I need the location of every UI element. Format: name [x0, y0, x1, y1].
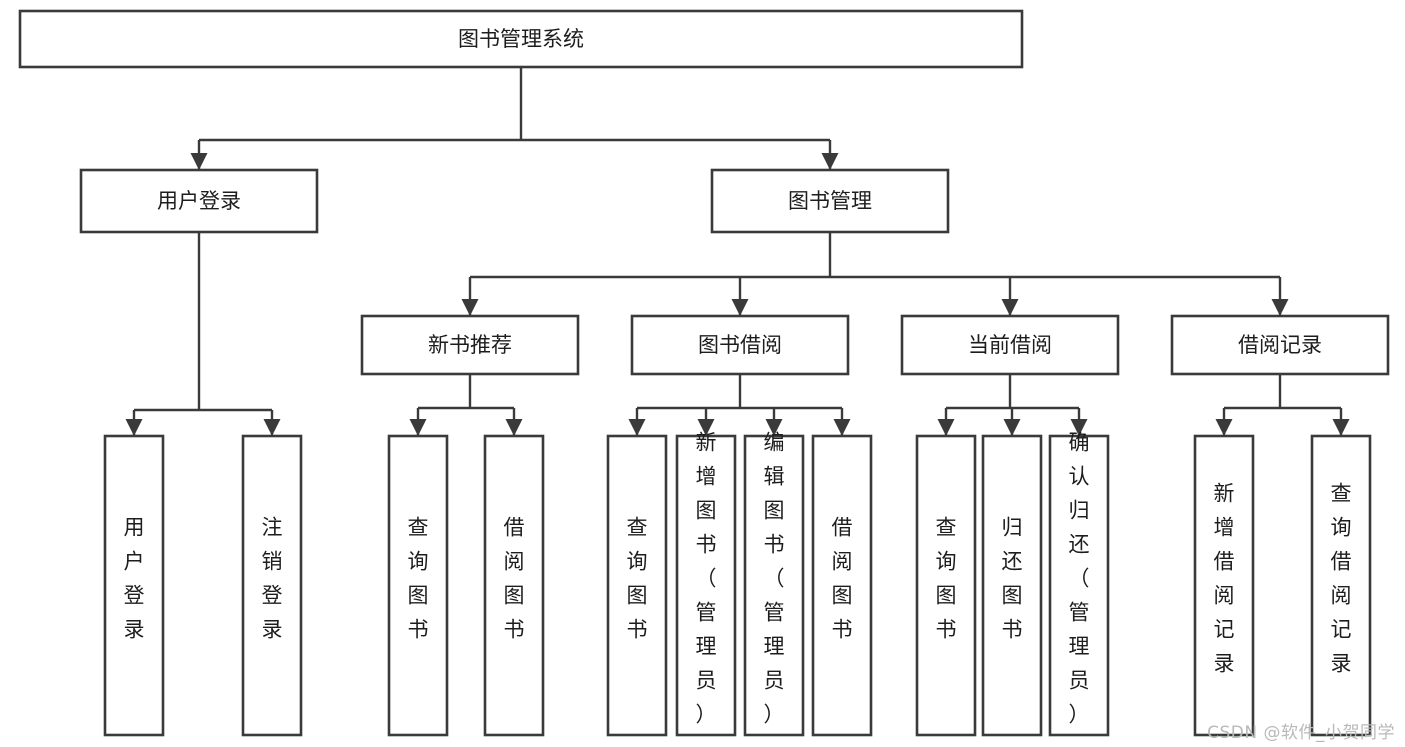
- connector-arrowhead: [833, 419, 851, 436]
- node-label: 编辑图书（管理员）: [764, 431, 785, 727]
- node-label: 新增图书（管理员）: [696, 431, 717, 727]
- node-box: [360, 314, 580, 376]
- node-label: 新增借阅记录: [1214, 482, 1235, 676]
- connector-arrowhead: [1001, 299, 1019, 316]
- flow-node-l-rec-query[interactable]: 查询借阅记录: [1310, 434, 1372, 737]
- flow-node-l-user-logout[interactable]: 注销登录: [241, 434, 303, 737]
- connector-arrowhead: [731, 299, 749, 316]
- node-label: 查询借阅记录: [1331, 482, 1352, 676]
- node-label: 查询图书: [408, 516, 429, 642]
- node-box: [1310, 434, 1372, 737]
- connector-arrowhead: [1271, 299, 1289, 316]
- connector-arrowhead: [628, 419, 646, 436]
- node-label: 注销登录: [262, 516, 283, 642]
- node-box: [241, 434, 303, 737]
- csdn-watermark: CSDN @软件_小贺同学: [1207, 723, 1395, 743]
- node-label: 用户登录: [157, 189, 241, 213]
- node-box: [1048, 434, 1110, 737]
- node-label: 借阅图书: [832, 516, 853, 642]
- connector-arrowhead: [1215, 419, 1233, 436]
- node-label: 借阅记录: [1238, 333, 1322, 357]
- connector-arrowhead: [1070, 419, 1088, 436]
- connector-arrowhead: [1332, 419, 1350, 436]
- node-box: [387, 434, 449, 737]
- flow-node-n-record[interactable]: 借阅记录: [1170, 314, 1390, 376]
- node-box: [900, 314, 1120, 376]
- node-layer: 图书管理系统用户登录图书管理新书推荐图书借阅当前借阅借阅记录用户登录注销登录查询…: [18, 9, 1390, 737]
- flow-node-n-new-rec[interactable]: 新书推荐: [360, 314, 580, 376]
- connector-arrowhead: [1003, 419, 1021, 436]
- flow-node-l-cb-query[interactable]: 查询图书: [915, 434, 977, 737]
- node-label: 图书管理: [788, 189, 872, 213]
- connector-arrowhead: [461, 299, 479, 316]
- node-label: 查询图书: [627, 516, 648, 642]
- node-label: 确认归还（管理员）: [1069, 431, 1090, 727]
- node-label: 用户登录: [124, 516, 145, 642]
- node-box: [630, 314, 850, 376]
- flow-node-l-rec-add[interactable]: 新增借阅记录: [1193, 434, 1255, 737]
- flow-node-n-current[interactable]: 当前借阅: [900, 314, 1120, 376]
- node-label: 归还图书: [1002, 516, 1023, 642]
- node-box: [1170, 314, 1390, 376]
- flow-node-root[interactable]: 图书管理系统: [18, 9, 1024, 69]
- flow-node-l-bb-borrow[interactable]: 借阅图书: [811, 434, 873, 737]
- node-label: 借阅图书: [504, 516, 525, 642]
- connector-arrowhead: [263, 419, 281, 436]
- flow-node-l-nr-borrow[interactable]: 借阅图书: [483, 434, 545, 737]
- node-label: 图书管理系统: [458, 27, 584, 51]
- node-box: [811, 434, 873, 737]
- node-label: 新书推荐: [428, 333, 512, 357]
- node-label: 图书借阅: [698, 333, 782, 357]
- node-label: 查询图书: [936, 516, 957, 642]
- flow-node-l-bb-add[interactable]: 新增图书（管理员）: [675, 431, 737, 737]
- node-box: [710, 168, 950, 234]
- flow-node-n-borrow[interactable]: 图书借阅: [630, 314, 850, 376]
- connector-arrowhead: [505, 419, 523, 436]
- connector-arrowhead: [937, 419, 955, 436]
- connector-layer: [125, 67, 1350, 436]
- connector-arrowhead: [125, 419, 143, 436]
- flow-node-l-cb-return[interactable]: 归还图书: [981, 434, 1043, 737]
- node-box: [18, 9, 1024, 69]
- flow-node-l-cb-confirm[interactable]: 确认归还（管理员）: [1048, 431, 1110, 737]
- connector-arrowhead: [821, 153, 839, 170]
- node-box: [743, 434, 805, 737]
- node-box: [915, 434, 977, 737]
- connector-arrowhead: [765, 419, 783, 436]
- flow-node-l-bb-query[interactable]: 查询图书: [606, 434, 668, 737]
- flow-node-n-book-mgmt[interactable]: 图书管理: [710, 168, 950, 234]
- node-box: [79, 168, 319, 234]
- node-box: [1193, 434, 1255, 737]
- node-box: [483, 434, 545, 737]
- flow-node-n-user-login[interactable]: 用户登录: [79, 168, 319, 234]
- flow-node-l-bb-edit[interactable]: 编辑图书（管理员）: [743, 431, 805, 737]
- node-box: [103, 434, 165, 737]
- node-label: 当前借阅: [968, 333, 1052, 357]
- node-box: [606, 434, 668, 737]
- connector-arrowhead: [409, 419, 427, 436]
- connector-arrowhead: [697, 419, 715, 436]
- flow-node-l-user-login[interactable]: 用户登录: [103, 434, 165, 737]
- flow-node-l-nr-query[interactable]: 查询图书: [387, 434, 449, 737]
- connector-arrowhead: [190, 153, 208, 170]
- node-box: [981, 434, 1043, 737]
- node-box: [675, 434, 737, 737]
